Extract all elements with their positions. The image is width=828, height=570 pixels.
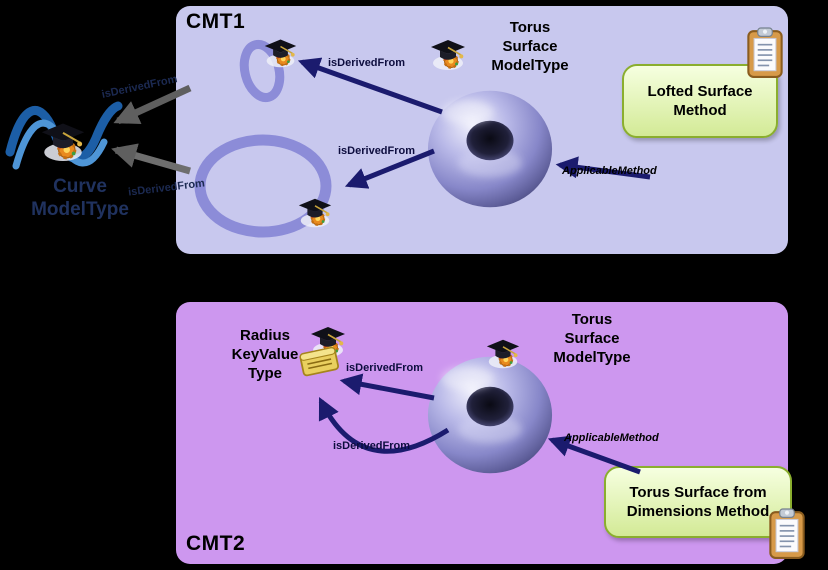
- lofted-method-line1: Lofted Surface: [647, 83, 753, 100]
- dimensions-method-line2: Dimensions Method: [626, 503, 770, 520]
- lofted-surface-method-box: Lofted Surface Method: [622, 64, 778, 138]
- curve-modeltype-logo: [5, 101, 123, 170]
- cmt1-isderivedfrom-top-label: isDerivedFrom: [328, 57, 406, 69]
- cmt2-isderivedfrom-top-label: isDerivedFrom: [346, 362, 424, 374]
- dimensions-method-line1: Torus Surface from: [629, 484, 767, 501]
- curve-label-line2: ModelType: [31, 199, 129, 220]
- cmt1-torus-title-line3: ModelType: [491, 57, 569, 74]
- cmt2-keyvalue-title-line3: Type: [248, 365, 282, 382]
- cmt1-panel-title: CMT1: [186, 10, 246, 33]
- cmt1-applicablemethod-label: ApplicableMethod: [562, 165, 657, 177]
- cmt1-torus-title-line2: Surface: [502, 38, 558, 55]
- torus-dimensions-method-box: Torus Surface from Dimensions Method: [604, 466, 792, 538]
- lofted-method-line2: Method: [673, 102, 727, 119]
- logo-graduation-cap-icon: [40, 122, 86, 163]
- cmt2-torus-title-line1: Torus: [571, 311, 613, 328]
- cmt1-torus-title-line1: Torus: [509, 19, 551, 36]
- cmt1-torus-title: Torus Surface ModelType: [468, 18, 592, 75]
- cmt2-isderivedfrom-curved-label: isDerivedFrom: [333, 440, 411, 452]
- cmt2-keyvalue-title: Radius KeyValue Type: [213, 326, 317, 383]
- cmt2-applicablemethod-label: ApplicableMethod: [564, 432, 659, 444]
- cmt2-torus-title-line2: Surface: [564, 330, 620, 347]
- cmt2-torus-title: Torus Surface ModelType: [530, 310, 654, 367]
- cmt2-panel-title: CMT2: [186, 532, 246, 555]
- logo-isderivedfrom-top-label: isDerivedFrom: [100, 73, 179, 101]
- curve-modeltype-label: Curve ModelType: [20, 175, 140, 221]
- cmt2-keyvalue-title-line2: KeyValue: [231, 346, 299, 363]
- cmt1-isderivedfrom-bottom-label: isDerivedFrom: [338, 145, 416, 157]
- curve-label-line1: Curve: [53, 176, 107, 197]
- cmt2-keyvalue-title-line1: Radius: [239, 327, 290, 344]
- cmt2-torus-title-line3: ModelType: [553, 349, 631, 366]
